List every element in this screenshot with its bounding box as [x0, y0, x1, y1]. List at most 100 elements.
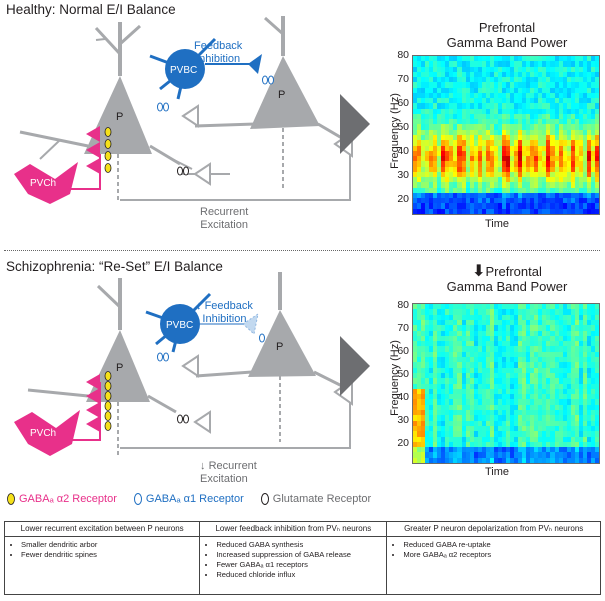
heatmap-cell — [449, 404, 454, 410]
heatmap-cell — [413, 404, 418, 410]
heatmap-cell — [457, 56, 462, 62]
heatmap-cell — [590, 330, 595, 336]
heatmap-cell — [469, 341, 474, 347]
heatmap-cell — [550, 330, 555, 336]
heatmap-cell — [546, 87, 551, 93]
heatmap-cell — [433, 415, 438, 421]
heatmap-cell — [582, 187, 587, 193]
heatmap-cell — [526, 335, 531, 342]
pvch-label: PVCh — [30, 178, 56, 189]
heatmap-cell — [489, 61, 494, 67]
heatmap-cell — [518, 156, 523, 162]
heatmap-cell — [510, 92, 515, 99]
heatmap-cell — [425, 108, 430, 114]
heatmap-cell — [518, 66, 523, 72]
heatmap-cell — [441, 425, 446, 432]
heatmap-cell — [413, 410, 418, 416]
heatmap-cell — [429, 182, 434, 188]
heatmap-cell — [590, 87, 595, 93]
heatmap-cell — [497, 431, 502, 437]
excitatory-terminal-1 — [193, 162, 211, 186]
heatmap-cell — [497, 156, 502, 162]
heatmap-cell — [433, 103, 438, 109]
heatmap-cell — [570, 362, 575, 368]
heatmap-cell — [526, 452, 531, 458]
heatmap-cell — [550, 140, 555, 146]
heatmap-cell — [514, 98, 519, 104]
heatmap-cell — [538, 372, 543, 379]
heatmap-cell — [538, 319, 543, 326]
heatmap-cell — [481, 425, 486, 432]
heatmap-cell — [473, 129, 478, 135]
heatmap-cell — [570, 208, 575, 214]
heatmap-cell — [429, 177, 434, 183]
heatmap-cell — [578, 436, 583, 442]
heatmap-cell — [590, 404, 595, 410]
heatmap-cell — [497, 362, 502, 368]
heatmap-cell — [550, 415, 555, 421]
heatmap-cell — [574, 56, 579, 62]
heatmap-cell — [413, 87, 418, 93]
heatmap-cell — [493, 187, 498, 193]
heatmap-cell — [578, 208, 583, 214]
heatmap-cell — [441, 129, 446, 135]
heatmap-cell — [562, 77, 567, 83]
heatmap-cell — [429, 87, 434, 93]
heatmap-cell — [526, 441, 531, 448]
heatmap-cell — [578, 82, 583, 88]
heatmap-cell — [433, 388, 438, 395]
heatmap-cell — [489, 77, 494, 83]
gaba-a2-receptors — [104, 127, 112, 173]
heatmap-cell — [453, 71, 458, 78]
heatmap-cell — [566, 346, 571, 352]
heatmap-cell — [493, 325, 498, 331]
heatmap-cell — [514, 87, 519, 93]
heatmap-cell — [501, 341, 506, 347]
heatmap-cell — [485, 113, 490, 120]
heatmap-cell — [590, 378, 595, 384]
heatmap-cell — [441, 198, 446, 204]
heatmap-cell — [570, 71, 575, 78]
heatmap-cell — [510, 415, 515, 421]
heatmap-cell — [413, 103, 418, 109]
heatmap-cell — [477, 399, 482, 405]
heatmap-cell — [477, 140, 482, 146]
heatmap-cell — [542, 367, 547, 373]
heatmap-cell — [461, 388, 466, 395]
heatmap-cell — [586, 61, 591, 67]
heatmap-cell — [526, 171, 531, 178]
heatmap-cell — [465, 61, 470, 67]
heatmap-cell — [437, 140, 442, 146]
heatmap-cell — [417, 113, 422, 120]
heatmap-cell — [417, 314, 422, 320]
heatmap-cell — [453, 410, 458, 416]
heatmap-cell — [449, 192, 454, 199]
heatmap-cell — [449, 372, 454, 379]
heatmap-cell — [497, 56, 502, 62]
heatmap-cell — [489, 198, 494, 204]
heatmap-cell — [433, 319, 438, 326]
heatmap-cell — [586, 372, 591, 379]
heatmap-cell — [497, 378, 502, 384]
heatmap-cell — [562, 56, 567, 62]
heatmap-cell — [473, 198, 478, 204]
heatmap-cell — [530, 166, 535, 172]
heatmap-cell — [445, 56, 450, 62]
heatmap-cell — [550, 309, 555, 315]
heatmap-cell — [433, 341, 438, 347]
heatmap-cell — [481, 341, 486, 347]
heatmap-cell — [510, 330, 515, 336]
heatmap-cell — [457, 140, 462, 146]
heatmap-cell — [566, 71, 571, 78]
heatmap-cell — [501, 394, 506, 400]
heatmap-cell — [477, 372, 482, 379]
heatmap-cell — [441, 140, 446, 146]
heatmap-cell — [590, 171, 595, 178]
heatmap-cell — [425, 82, 430, 88]
heatmap-cell — [526, 208, 531, 214]
heatmap-cell — [510, 192, 515, 199]
heatmap-cell — [445, 119, 450, 125]
heatmap-cell — [586, 319, 591, 326]
heatmap-cell — [574, 119, 579, 125]
heatmap-cell — [429, 56, 434, 62]
